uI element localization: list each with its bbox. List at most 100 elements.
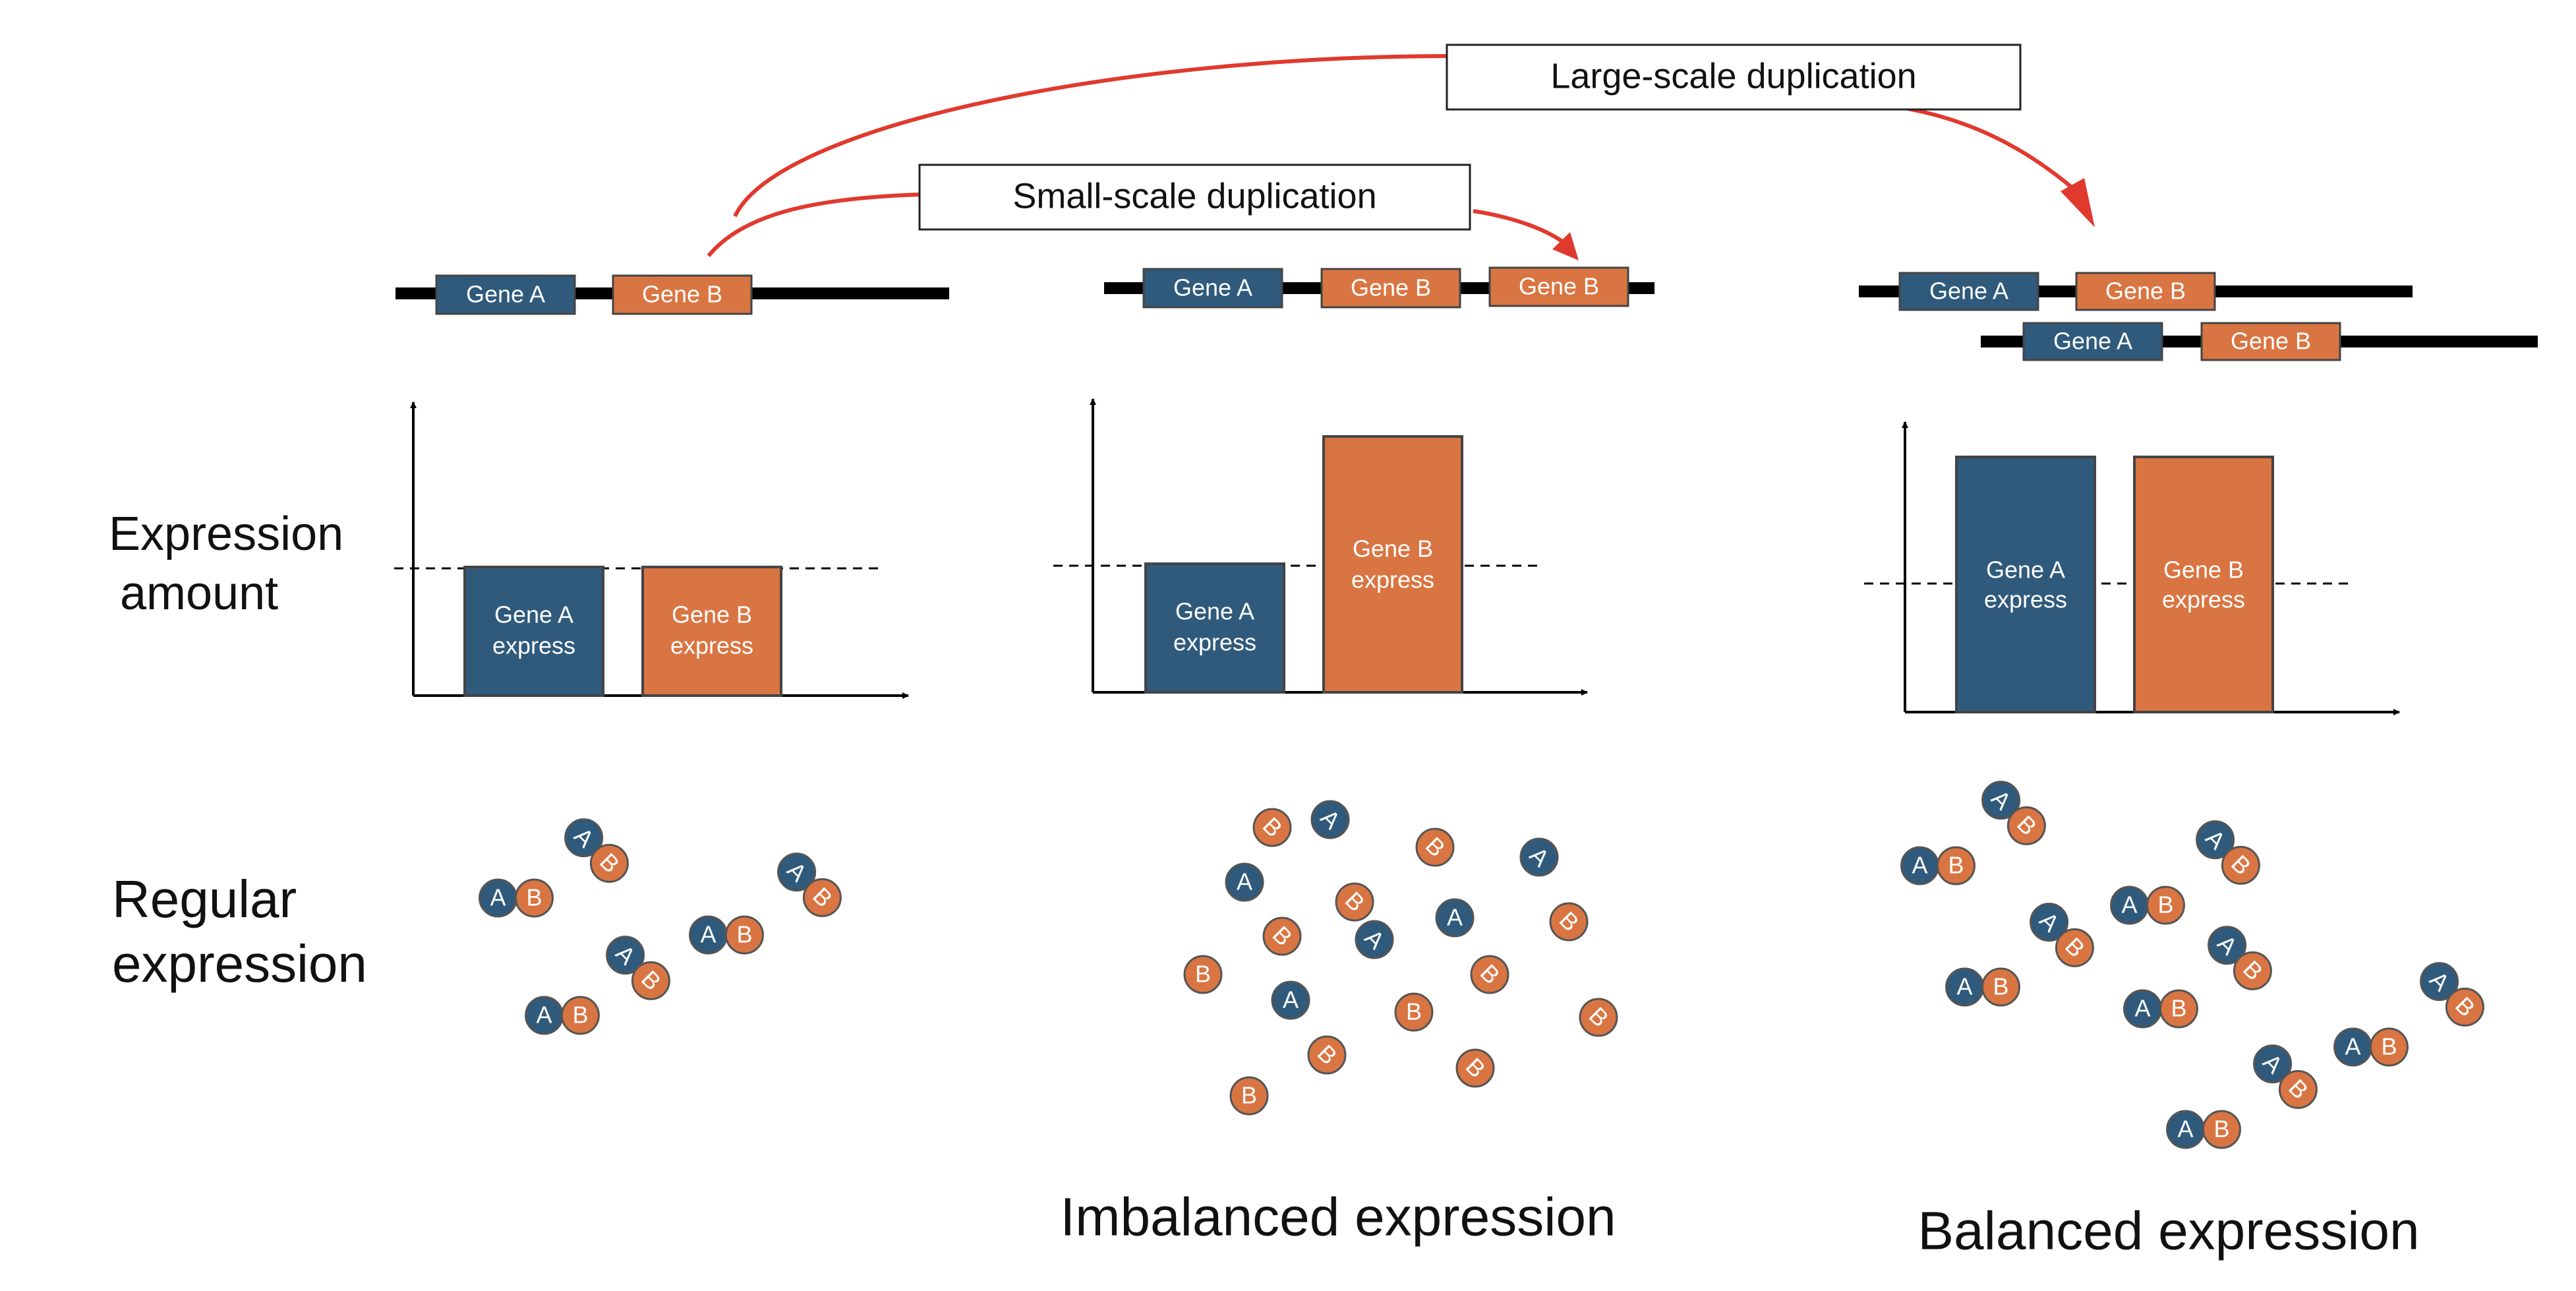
single-b-3: B [1335, 882, 1374, 922]
large-scale-duplication-label-frame [1446, 44, 2022, 111]
bar-regular-gene-b-gene: Gene B [672, 601, 752, 628]
pair-regular-5-a: A [606, 936, 645, 975]
bar-imbalanced-gene-b-express: express [1351, 566, 1434, 593]
single-b-12: B [1229, 1076, 1269, 1116]
bar-balanced-gene-b-rect [2133, 456, 2274, 713]
expression-amount-label-line1: Expression [109, 508, 343, 560]
single-a-1: A [1310, 800, 1350, 839]
small-scale-duplication-label-frame [918, 164, 1471, 231]
bar-imbalanced-gene-a-express: express [1173, 629, 1256, 656]
single-b-11: B [1455, 1048, 1495, 1088]
pair-regular-5-a-circle [606, 936, 645, 975]
single-a-3: A [1519, 837, 1559, 877]
gene-a-large-1-box [1898, 272, 2039, 311]
pair-balanced-5-a-letter: A [2122, 891, 2138, 918]
pair-balanced-12-b: B [2202, 1110, 2241, 1149]
pair-regular-3-b-circle [802, 878, 842, 917]
pair-regular-6-a: A [525, 996, 564, 1035]
single-b-5: B [1549, 902, 1589, 942]
pair-balanced-1-b-circle [2006, 806, 2046, 845]
gene-a-large-1-label: Gene A [1929, 278, 2008, 305]
single-b-9: B [1579, 998, 1618, 1037]
small-dup-arrow-right [1473, 209, 1567, 246]
pair-regular-2-b-circle [589, 843, 629, 883]
pair-balanced-6-b-circle [2233, 951, 2272, 990]
single-a-2: A [1225, 862, 1264, 902]
single-b-6-letter: B [1195, 961, 1211, 988]
single-b-7-circle [1470, 955, 1509, 994]
gene-b-small-label: Gene B [1351, 274, 1431, 301]
pair-regular-2-a-circle [564, 818, 604, 858]
regular-expression-label-line1: Regular [112, 870, 297, 928]
pair-balanced-4-b-circle [2055, 928, 2094, 967]
large-scale-duplication-label: Large-scale duplication [1446, 44, 2022, 111]
gene-b-large-2-label: Gene B [2231, 328, 2311, 355]
single-b-1: B [1252, 808, 1292, 847]
pair-balanced-4-a-circle [2030, 903, 2069, 942]
bar-regular-gene-b-rect [641, 566, 782, 697]
pair-balanced-12-a-letter: A [2178, 1116, 2194, 1143]
gene-b-original: Gene B [612, 274, 753, 315]
pair-balanced-11-a: A [2253, 1044, 2293, 1084]
regular-expression-label-line2: expression [112, 934, 367, 993]
gene-b-duplicate: Gene B [1488, 266, 1629, 307]
pair-balanced-12-a: A [2166, 1110, 2206, 1149]
single-b-8-letter: B [1406, 998, 1422, 1025]
pair-balanced-7-a-letter: A [1957, 973, 1973, 1000]
gene-b-small: Gene B [1320, 268, 1461, 309]
single-b-4: B [1262, 916, 1302, 956]
single-a-2-letter: A [1237, 868, 1252, 895]
pair-regular-6-b-circle [560, 996, 600, 1035]
pair-balanced-8-a: A [2123, 989, 2163, 1029]
bar-regular-gene-b: express Gene B [641, 566, 782, 697]
bar-balanced-gene-b-express: express [2162, 586, 2245, 613]
single-a-3-circle [1519, 837, 1559, 877]
pair-balanced-6-a: A [2208, 926, 2247, 965]
pair-balanced-10-a: A [2333, 1027, 2373, 1067]
gene-a-large-2-box [2022, 322, 2163, 361]
single-a-6-circle [1271, 980, 1310, 1020]
single-b-8-circle [1394, 992, 1434, 1032]
single-b-10: B [1307, 1035, 1347, 1075]
single-b-12-letter: B [1241, 1082, 1257, 1109]
single-a-1-circle [1310, 800, 1350, 839]
large-dup-arrow-right [1908, 107, 2078, 193]
single-b-3-circle [1335, 882, 1374, 922]
pair-balanced-9-a-circle [2420, 962, 2459, 1002]
single-b-1-circle [1252, 808, 1292, 847]
pair-balanced-9-b: B [2445, 987, 2484, 1027]
single-b-11-circle [1455, 1048, 1495, 1088]
pair-balanced-8-b: B [2159, 989, 2198, 1029]
pair-balanced-3-b: B [2221, 845, 2260, 885]
gene-b-large-2-box [2200, 322, 2341, 361]
pair-balanced-1-a-circle [1981, 781, 2021, 820]
bar-regular-gene-b-express: express [670, 632, 753, 659]
pair-balanced-5-a: A [2110, 886, 2150, 925]
pair-balanced-8-a-letter: A [2135, 995, 2151, 1022]
bar-imbalanced-gene-b-rect [1322, 435, 1463, 694]
pair-regular-3-b: B [802, 878, 842, 917]
single-a-2-circle [1225, 862, 1264, 902]
single-a-6: A [1271, 980, 1310, 1020]
pair-balanced-7-b: B [1981, 967, 2020, 1007]
pair-regular-4-b: B [724, 915, 764, 955]
pair-balanced-10-a-letter: A [2345, 1033, 2361, 1060]
gene-b-original-box [612, 274, 753, 315]
gene-b-original-label: Gene B [642, 281, 722, 308]
pair-regular-1-a-letter: A [490, 884, 506, 911]
pair-regular-4-a-letter: A [701, 921, 717, 948]
pair-balanced-11-b-circle [2278, 1069, 2318, 1109]
pair-regular-5-b: B [631, 961, 670, 1000]
large-dup-arrow-left [733, 54, 1451, 218]
single-a-4-letter: A [1447, 904, 1463, 931]
gene-a-large-2: Gene A [2022, 322, 2163, 361]
single-a-5: A [1355, 920, 1394, 959]
imbalanced-expression-label: Imbalanced expression [1060, 1187, 1616, 1247]
bar-regular-gene-a-rect [463, 566, 604, 697]
bar-regular-gene-a-gene: Gene A [494, 601, 573, 628]
single-a-5-circle [1355, 920, 1394, 959]
pair-regular-1-b-circle [514, 878, 554, 918]
pair-balanced-12-b-circle [2202, 1110, 2241, 1149]
small-dup-arrowhead [1552, 232, 1579, 260]
